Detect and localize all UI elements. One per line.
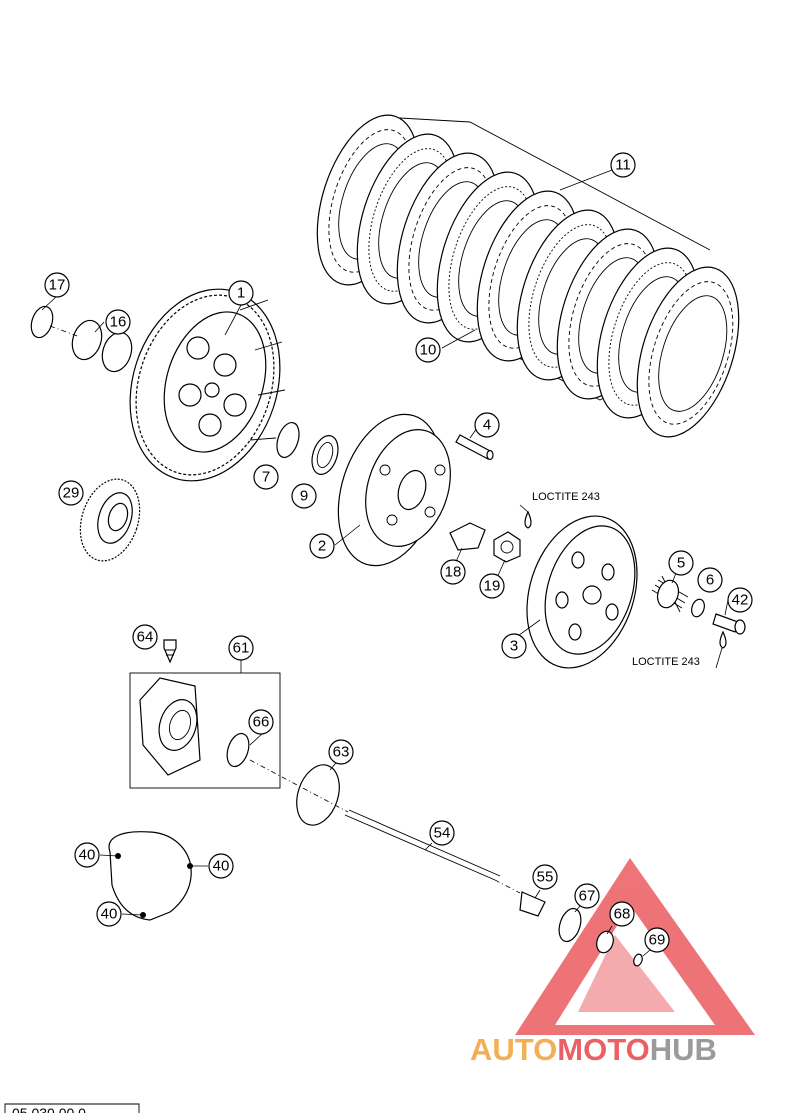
svg-text:40: 40 [213,858,230,875]
inner-clutch-hub [337,413,451,567]
callout-42: 42 [727,587,753,613]
o-ring [296,764,340,826]
svg-text:54: 54 [434,825,451,842]
loctite-drop-bottom [719,630,727,649]
callout-2: 2 [309,533,335,559]
callout-16: 16 [105,309,131,335]
svg-text:42: 42 [732,592,749,609]
callout-11: 11 [610,152,636,178]
washers-7-9 [276,422,339,475]
footer-code: 05.030.00.0 [12,1105,86,1113]
svg-text:40: 40 [101,906,118,923]
svg-text:10: 10 [420,342,437,359]
svg-text:63: 63 [333,744,350,761]
svg-text:2: 2 [318,538,326,555]
slave-cylinder-group-box [129,672,281,789]
push-rod-end-parts [519,891,643,967]
callout-69: 69 [644,927,670,953]
callout-5: 5 [668,550,694,576]
watermark-part-hub: HUB [650,1032,717,1067]
clutch-basket [129,288,286,482]
svg-text:9: 9 [300,488,308,505]
callout-54: 54 [429,820,455,846]
footer-code-box: 05.030.00.0 [4,1103,140,1113]
clutch-plate-friction-ring [648,281,734,425]
loctite-note-top: LOCTITE 243 [532,491,600,503]
svg-text:67: 67 [579,888,596,905]
bleed-screw [163,639,177,664]
svg-text:66: 66 [253,714,270,731]
svg-text:18: 18 [445,564,462,581]
svg-text:11: 11 [615,157,631,174]
svg-text:6: 6 [706,572,714,589]
slave-cylinder [139,677,250,776]
svg-text:40: 40 [79,847,96,864]
svg-text:5: 5 [677,555,685,572]
callout-63: 63 [328,739,354,765]
needle-bearings [30,305,133,373]
svg-text:19: 19 [484,578,501,595]
gear-29 [79,478,141,562]
callout-3: 3 [501,633,527,659]
svg-text:16: 16 [110,314,127,331]
callout-10: 10 [415,337,441,363]
svg-text:55: 55 [537,869,554,886]
callout-40-right: 40 [208,853,234,879]
svg-text:29: 29 [63,485,80,502]
callout-17: 17 [44,272,70,298]
pin-4 [455,434,494,461]
callout-29: 29 [58,480,84,506]
clutch-plates-stack [316,114,740,438]
svg-text:64: 64 [137,629,154,646]
callout-68: 68 [609,901,635,927]
pressure-cap [526,515,638,669]
loctite-note-bottom: LOCTITE 243 [632,656,700,668]
loctite-drop-top [524,510,532,529]
push-rod [249,759,521,894]
callout-9: 9 [291,483,317,509]
callout-7: 7 [253,464,279,490]
svg-text:17: 17 [49,277,66,294]
callout-61: 61 [228,635,254,661]
callout-67: 67 [574,883,600,909]
svg-text:4: 4 [483,417,491,434]
watermark-text: AUTOMOTOHUB [470,1032,717,1067]
clutch-plate-outer [636,266,740,438]
callout-1: 1 [228,280,254,306]
watermark-part-moto: MOTO [557,1032,649,1067]
callout-40-left: 40 [74,842,100,868]
callout-64: 64 [132,624,158,650]
svg-text:3: 3 [510,638,518,655]
svg-text:1: 1 [237,285,245,302]
watermark-part-auto: AUTO [470,1032,557,1067]
svg-text:68: 68 [614,906,631,923]
lock-washer-and-nut [449,522,521,563]
callout-18: 18 [440,559,466,585]
callout-6: 6 [697,567,723,593]
callout-55: 55 [532,864,558,890]
spring-washer-bolt [651,575,746,635]
clutch-plate-inner-edge [658,295,728,412]
svg-text:61: 61 [233,640,250,657]
callout-66: 66 [248,709,274,735]
gasket [108,831,193,921]
svg-text:69: 69 [649,932,666,949]
callout-19: 19 [479,573,505,599]
svg-text:7: 7 [262,469,270,486]
callout-4: 4 [474,412,500,438]
callout-40-bottom: 40 [96,901,122,927]
